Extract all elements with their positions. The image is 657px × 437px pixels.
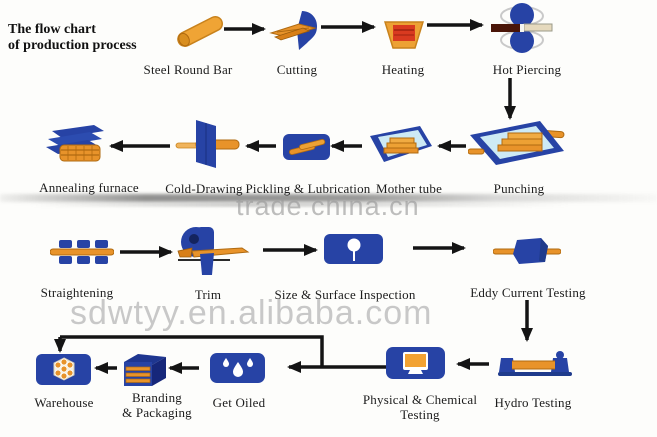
label-warehouse: Warehouse (34, 395, 94, 410)
label-heating: Heating (381, 62, 425, 77)
connector-branch-to-warehouse (60, 335, 324, 367)
label-physical-chemical: Physical & Chemical Testing (362, 392, 478, 422)
heating-furnace-icon (383, 17, 425, 55)
piercing-rolls-icon (490, 2, 556, 59)
label-mother-tube: Mother tube (375, 181, 443, 196)
label-punching: Punching (493, 181, 545, 196)
title-line-1: The flow chart (8, 22, 96, 37)
label-cutting: Cutting (276, 62, 318, 77)
page-title: The flow chart of production process (8, 22, 178, 54)
label-cold-drawing: Cold-Drawing (165, 181, 243, 196)
trim-saw-icon (176, 224, 250, 281)
label-physical-line2: Testing (400, 406, 440, 422)
inspection-gauge-icon (324, 234, 384, 270)
label-physical-line1: Physical & Chemical (362, 392, 478, 407)
label-pickling: Pickling & Lubrication (245, 181, 371, 196)
label-annealing: Annealing furnace (39, 180, 139, 195)
label-steel-round-bar: Steel Round Bar (143, 62, 233, 77)
watermark-alibaba: sdwtyy.en.alibaba.com (70, 294, 433, 332)
label-hot-piercing: Hot Piercing (492, 62, 562, 77)
punching-machine-icon (467, 115, 568, 174)
label-eddy-testing: Eddy Current Testing (470, 285, 586, 300)
label-get-oiled: Get Oiled (212, 395, 266, 410)
pickling-bath-icon (283, 132, 331, 167)
lab-monitor-icon (386, 347, 446, 385)
hydro-test-bench-icon (496, 350, 574, 383)
annealing-furnace-icon (46, 123, 106, 170)
label-straightening: Straightening (40, 285, 114, 300)
label-trim: Trim (194, 287, 222, 302)
title-line-2: of production process (8, 38, 137, 54)
label-size-inspection: Size & Surface Inspection (274, 287, 416, 302)
label-branding-line1: Branding (132, 390, 182, 405)
label-hydro-testing: Hydro Testing (494, 395, 572, 410)
eddy-current-coil-icon (492, 237, 562, 270)
drawing-die-icon (174, 118, 240, 175)
cutting-icon (269, 10, 319, 57)
label-branding: Branding & Packaging (122, 390, 192, 420)
steel-round-bar-icon (172, 8, 230, 59)
straightening-rolls-icon (49, 239, 115, 270)
packed-box-icon (121, 350, 169, 393)
watermark-trade-china: trade.china.cn (236, 191, 420, 221)
tube-bundle-icon (36, 354, 92, 391)
scan-streak (0, 194, 657, 202)
oil-drops-icon (210, 353, 266, 389)
mother-tube-icon (368, 120, 434, 173)
scan-streak (30, 203, 570, 207)
label-branding-line2: & Packaging (122, 404, 192, 420)
